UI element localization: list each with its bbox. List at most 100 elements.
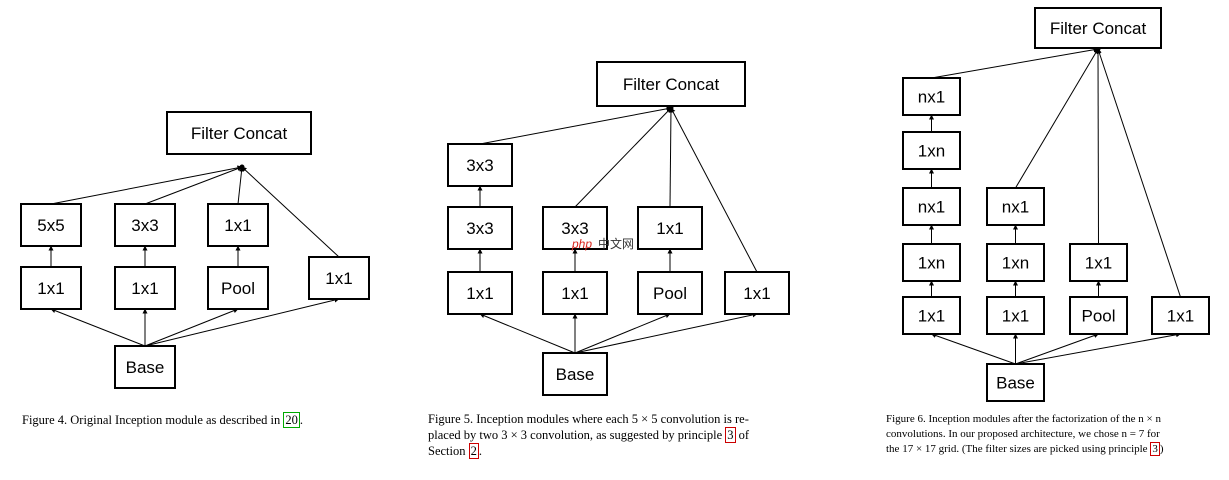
fig5-edge-d1-to-concat [670,107,758,273]
figure-6-principle-link[interactable]: 3 [1150,442,1160,456]
fig5-node-d1: 1x1 [724,271,790,315]
fig6-node-d0-label: 1x1 [1167,307,1194,326]
watermark-php-text: php [572,237,593,251]
fig5-node-base: Base [542,352,608,396]
fig5-edge-c2-to-concat [668,107,674,208]
fig5-node-c2-box [637,206,703,250]
fig6-node-b1: 1xn [986,243,1045,282]
fig4-node-r1-box [20,266,82,310]
figure-6-caption-line-2: convolutions. In our proposed architectu… [886,428,1160,440]
fig5-node-d1-label: 1x1 [743,284,770,303]
fig6-edge-a4-to-concat [931,47,1099,79]
fig6-node-a0-label: 1x1 [918,307,945,326]
fig6-node-a3: 1xn [902,131,961,170]
fig4-edge-base-to-pool [144,308,239,347]
fig4-edge-base-to-r1 [50,308,146,347]
fig5-edge-a3-to-concat [479,106,672,145]
fig4-node-concat-label: Filter Concat [191,124,288,143]
figure-4-caption-end: . [299,413,304,427]
fig4-node-c3x3-label: 3x3 [131,216,158,235]
fig6-node-b1-box [986,243,1045,282]
fig6-node-c1-box [1069,243,1128,282]
fig4-edge-c1x1b-to-concat [241,166,340,258]
fig4-node-c1x1a-box [207,203,269,247]
fig4-node-r2-label: 1x1 [131,279,158,298]
figure-5-caption-line-3: Section 2. [428,443,828,459]
fig6-edge-base-to-d0 [1015,332,1181,365]
fig6-node-a1-label: 1xn [918,254,945,273]
fig4-edge-c3x3-to-concat [144,166,243,205]
figure-6-caption-line-3-end: ) [1159,443,1164,455]
figure-5-section-link[interactable]: 2 [468,443,479,459]
fig4-node-concat-box [166,111,312,155]
fig6-node-b1-label: 1xn [1002,254,1029,273]
fig4-node-c5x5-label: 5x5 [37,216,64,235]
fig4-concat-junction [239,164,245,170]
fig6-node-d0: 1x1 [1151,296,1210,335]
fig6-node-a1-box [902,243,961,282]
fig5-node-concat-label: Filter Concat [623,75,720,94]
fig6-node-a2-box [902,187,961,226]
fig6-node-pool-box [1069,296,1128,335]
figure-5-caption: Figure 5. Inception modules where each 5… [428,411,828,459]
fig6-node-a4-box [902,77,961,116]
fig4-node-r2: 1x1 [114,266,176,310]
fig6-edge-base-to-pool [1015,333,1099,365]
figure-5-principle-link[interactable]: 3 [725,427,736,443]
fig5-node-c2: 1x1 [637,206,703,250]
fig5-node-b1-box [542,271,608,315]
fig5-node-b1-label: 1x1 [561,284,588,303]
fig5-node-b2-label: 3x3 [561,219,588,238]
fig5-node-a2: 3x3 [447,206,513,250]
figure-5-caption-line-2: placed by two 3 × 3 convolution, as sugg… [428,427,828,443]
fig6-node-b2: nx1 [986,187,1045,226]
fig6-node-b2-box [986,187,1045,226]
figure-6-caption-line-1: Figure 6. Inception modules after the fa… [886,413,1162,425]
fig5-node-d1-box [724,271,790,315]
figure-4-citation-link[interactable]: 20 [283,412,300,428]
fig4-node-c1x1a: 1x1 [207,203,269,247]
fig5-node-a2-box [447,206,513,250]
fig5-node-a3-box [447,143,513,187]
fig6-node-b0-box [986,296,1045,335]
fig4-node-pool: Pool [207,266,269,310]
fig6-node-concat: Filter Concat [1034,7,1162,49]
fig6-node-a0: 1x1 [902,296,961,335]
fig6-node-concat-box [1034,7,1162,49]
fig5-node-a1-box [447,271,513,315]
fig5-node-b2: 3x3 [542,206,608,250]
fig4-node-c1x1b: 1x1 [308,256,370,300]
fig6-node-a3-box [902,131,961,170]
fig4-edge-c1x1a-to-concat [237,166,245,205]
fig5-node-b2-box [542,206,608,250]
fig6-node-c1-label: 1x1 [1085,254,1112,273]
fig4-node-r2-box [114,266,176,310]
fig6-node-base: Base [986,363,1045,402]
fig6-edge-c1-to-concat [1095,48,1101,245]
figure-5-caption-line-3-end: . [478,444,482,458]
fig4-node-base-box [114,345,176,389]
fig6-node-b2-label: nx1 [1002,198,1029,217]
fig6-node-b0: 1x1 [986,296,1045,335]
figure-4-caption: Figure 4. Original Inception module as d… [22,412,402,428]
fig6-node-pool-label: Pool [1081,307,1115,326]
figure-5-caption-line-3-text: Section [428,444,469,458]
fig6-node-b0-label: 1x1 [1002,307,1029,326]
fig5-node-pool-label: Pool [653,284,687,303]
fig4-edge-base-to-c1x1b [144,297,340,347]
fig4-node-c3x3-box [114,203,176,247]
fig4-edge-c5x5-to-concat [50,165,243,205]
fig4-node-r1-label: 1x1 [37,279,64,298]
figure-5-caption-line-2-end: of [735,428,750,442]
figure-6-caption: Figure 6. Inception modules after the fa… [886,412,1226,457]
edges-layer [48,46,1181,365]
fig6-node-a4-label: nx1 [918,88,945,107]
figure-6-caption-line-3-text: the 17 × 17 grid. (The filter sizes are … [886,443,1151,455]
watermark-logo: php 中文网 [572,236,642,252]
figure-5-caption-line-2-text: placed by two 3 × 3 convolution, as sugg… [428,428,726,442]
fig6-node-a1: 1xn [902,243,961,282]
fig4-node-base: Base [114,345,176,389]
fig5-edge-base-to-pool [574,313,671,354]
